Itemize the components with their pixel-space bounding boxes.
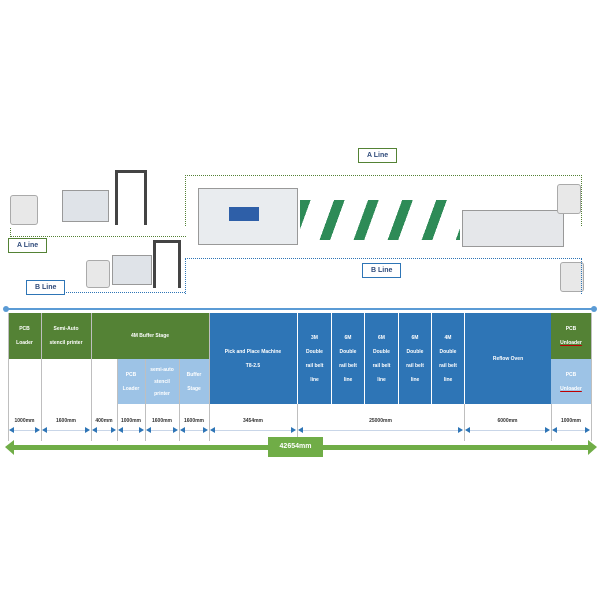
a-line-path-left bbox=[10, 228, 186, 237]
separator bbox=[551, 404, 552, 441]
dim-arrow bbox=[42, 427, 90, 433]
dim-arrow bbox=[9, 427, 40, 433]
b-line-buffer-image bbox=[153, 240, 181, 288]
a-line-label-top: A Line bbox=[358, 148, 398, 163]
b-line-loader-image bbox=[86, 260, 110, 288]
separator bbox=[91, 313, 92, 441]
separator bbox=[179, 359, 180, 441]
stage-buffer: 4M Buffer Stage bbox=[91, 313, 209, 359]
dim-label: 1000mm bbox=[120, 418, 141, 424]
total-arrow-head-right bbox=[588, 440, 597, 455]
reflow-oven-image bbox=[462, 210, 564, 247]
total-arrow-head-left bbox=[5, 440, 14, 455]
total-length-label: 42654mm bbox=[268, 437, 323, 457]
a-line-loader-image bbox=[10, 195, 38, 225]
rule-end-right bbox=[591, 306, 597, 312]
dim-arrow bbox=[180, 427, 208, 433]
b-line-path-left bbox=[30, 282, 185, 293]
a-line-printer-image bbox=[62, 190, 109, 222]
dim-label: 6000mm bbox=[497, 418, 518, 424]
separator bbox=[591, 313, 592, 441]
rule-end-left bbox=[3, 306, 9, 312]
stage-reflow-oven: Reflow Oven bbox=[464, 313, 551, 404]
dim-label: 25000mm bbox=[369, 418, 392, 424]
b-line-label-right: B Line bbox=[362, 263, 402, 278]
separator bbox=[464, 404, 465, 441]
separator bbox=[145, 359, 146, 441]
dim-label: 1600mm bbox=[55, 418, 76, 424]
dim-label: 1000mm bbox=[14, 418, 35, 424]
dim-arrow bbox=[552, 427, 590, 433]
top-rule bbox=[6, 308, 594, 310]
dim-arrow bbox=[118, 427, 144, 433]
dim-arrow bbox=[210, 427, 296, 433]
separator bbox=[41, 313, 42, 441]
a-line-unloader-image bbox=[557, 184, 581, 214]
dim-arrow bbox=[465, 427, 550, 433]
a-line-label: A Line bbox=[8, 238, 48, 253]
dim-label: 1600mm bbox=[151, 418, 172, 424]
dim-label: 400mm bbox=[95, 418, 113, 424]
separator bbox=[117, 359, 118, 441]
dim-arrow bbox=[92, 427, 116, 433]
dim-label: 1600mm bbox=[183, 418, 204, 424]
b-line-unloader-image bbox=[560, 262, 584, 292]
a-line-path bbox=[185, 175, 582, 226]
separator bbox=[8, 313, 9, 441]
separator bbox=[297, 404, 298, 441]
b-line-printer-image bbox=[112, 255, 152, 285]
dim-label: 1000mm bbox=[560, 418, 581, 424]
separator bbox=[209, 313, 210, 441]
b-line-label: B Line bbox=[26, 280, 66, 295]
a-line-buffer-image bbox=[115, 170, 147, 225]
belt-lines-image bbox=[300, 200, 460, 240]
pick-place-machine-image bbox=[198, 188, 298, 245]
dim-label: 3454mm bbox=[242, 418, 263, 424]
b-line-path bbox=[185, 258, 582, 294]
dim-arrow bbox=[146, 427, 178, 433]
dim-arrow bbox=[298, 427, 463, 433]
